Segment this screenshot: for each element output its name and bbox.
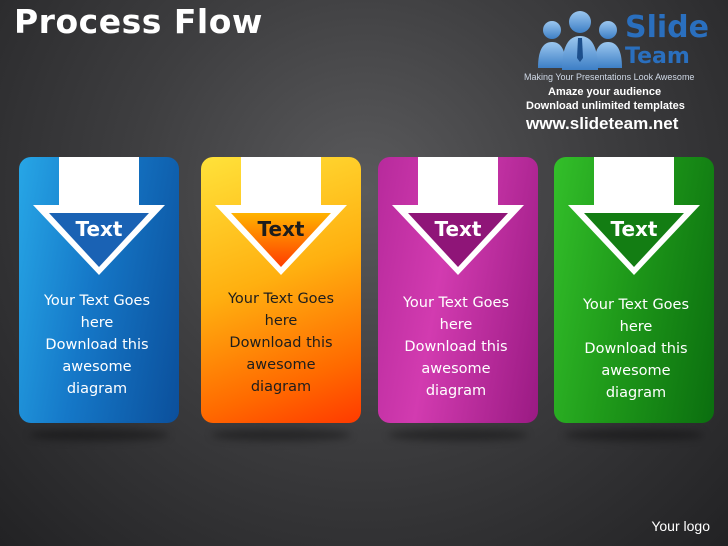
step-heading: Text — [75, 217, 123, 241]
logo-promo-line1: Amaze your audience — [548, 86, 662, 98]
logo-brand-team: Team — [625, 44, 690, 69]
down-arrow-icon — [568, 157, 700, 275]
footer-logo-placeholder: Your logo — [651, 518, 710, 534]
logo-promo-line2: Download unlimited templates — [526, 100, 685, 112]
logo-url[interactable]: www.slideteam.net — [526, 114, 679, 133]
logo-tagline: Making Your Presentations Look Awesome — [524, 72, 695, 82]
step-heading: Text — [257, 217, 305, 241]
step-heading: Text — [434, 217, 482, 241]
step-heading: Text — [610, 217, 658, 241]
logo-brand-slide: Slide — [625, 10, 709, 45]
people-icon — [538, 11, 622, 70]
slide-title: Process Flow — [14, 2, 263, 41]
down-arrow-icon — [392, 157, 524, 275]
slideteam-logo: Slide Team Making Your Presentations Loo… — [522, 6, 722, 136]
down-arrow-icon — [215, 157, 347, 275]
down-arrow-icon — [33, 157, 165, 275]
